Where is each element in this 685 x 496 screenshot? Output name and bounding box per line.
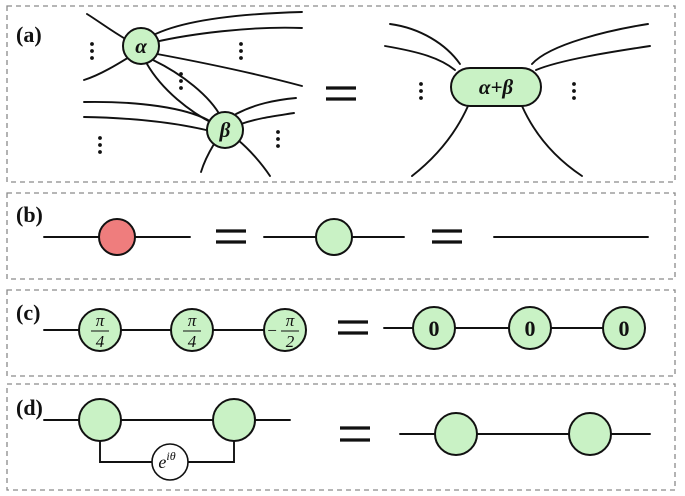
equals-sign (432, 229, 462, 244)
wire (152, 59, 222, 118)
green-spider (434, 412, 478, 456)
scalar-node (151, 443, 189, 481)
panel-d: (d) eiθ (6, 383, 676, 491)
spider-alpha-plus-beta-phase: α+β (479, 75, 514, 99)
wire (235, 97, 297, 115)
zero-phase-spider (508, 306, 552, 350)
green-spider (212, 398, 256, 442)
panel-a-lhs: α β (83, 11, 303, 177)
wire (154, 26, 303, 43)
green-spider (78, 398, 122, 442)
spider-alpha-plus-beta (450, 67, 542, 107)
panel-c-label: (c) (16, 300, 40, 325)
panel-c-frame (6, 289, 676, 377)
panel-a: (a) α β (6, 5, 676, 183)
panel-d-frame (6, 383, 676, 491)
ellipsis-icon (98, 136, 102, 154)
wire (200, 143, 215, 173)
scalar-base: e (158, 452, 166, 472)
phase-denominator: 4 (188, 332, 197, 351)
panel-b-frame (6, 192, 676, 280)
equals-sign (340, 426, 370, 442)
phase-numerator: π (286, 311, 295, 330)
panel-a-frame (6, 5, 676, 183)
panel-d-label: (d) (16, 395, 43, 420)
ellipsis-icon (239, 42, 243, 60)
panel-c: (c) π 4 π 4 − π 2 0 0 (6, 289, 676, 377)
green-spider (315, 218, 353, 256)
wire (531, 23, 649, 65)
zero-phase-spider (602, 306, 646, 350)
phase-spider-pi-over-4: π 4 (78, 308, 122, 352)
spider-alpha (122, 27, 160, 65)
ellipsis-icon (179, 72, 183, 90)
wire (147, 11, 303, 39)
panel-b: (b) (6, 192, 676, 280)
equals-sign (338, 320, 368, 335)
phase-sign: − (266, 321, 277, 340)
phase-numerator: π (96, 311, 105, 330)
wire (237, 139, 271, 177)
panel-a-label: (a) (16, 22, 42, 47)
phase-denominator: 4 (96, 332, 105, 351)
scalar-exponent: iθ (166, 449, 175, 463)
wire (83, 100, 209, 121)
zero-phase: 0 (619, 316, 630, 341)
spider-beta-phase: β (219, 118, 231, 142)
phase-numerator: π (188, 311, 197, 330)
wire (521, 105, 583, 177)
phase-spider-pi-over-4: π 4 (170, 308, 214, 352)
zero-phase-spider (412, 306, 456, 350)
scalar-phase: eiθ (158, 449, 175, 472)
wire (156, 53, 303, 87)
panel-a-rhs: α+β (384, 23, 651, 177)
wire (384, 45, 456, 71)
wire (83, 116, 207, 131)
green-spider (568, 412, 612, 456)
zero-phase: 0 (429, 316, 440, 341)
spider-beta (206, 111, 244, 149)
ellipsis-icon (90, 42, 94, 60)
zero-phase: 0 (525, 316, 536, 341)
wire (240, 112, 295, 125)
equals-sign (326, 86, 356, 101)
ellipsis-icon (419, 82, 423, 100)
wire (535, 45, 651, 71)
wire (411, 105, 469, 177)
wire (389, 23, 461, 65)
equals-sign (216, 229, 246, 244)
ellipsis-icon (572, 82, 576, 100)
panel-b-label: (b) (16, 202, 43, 227)
spider-alpha-phase: α (135, 34, 147, 58)
ellipsis-icon (276, 130, 280, 148)
phase-denominator: 2 (286, 332, 295, 351)
phase-spider-minus-pi-over-2: − π 2 (263, 308, 307, 352)
red-spider (98, 218, 136, 256)
